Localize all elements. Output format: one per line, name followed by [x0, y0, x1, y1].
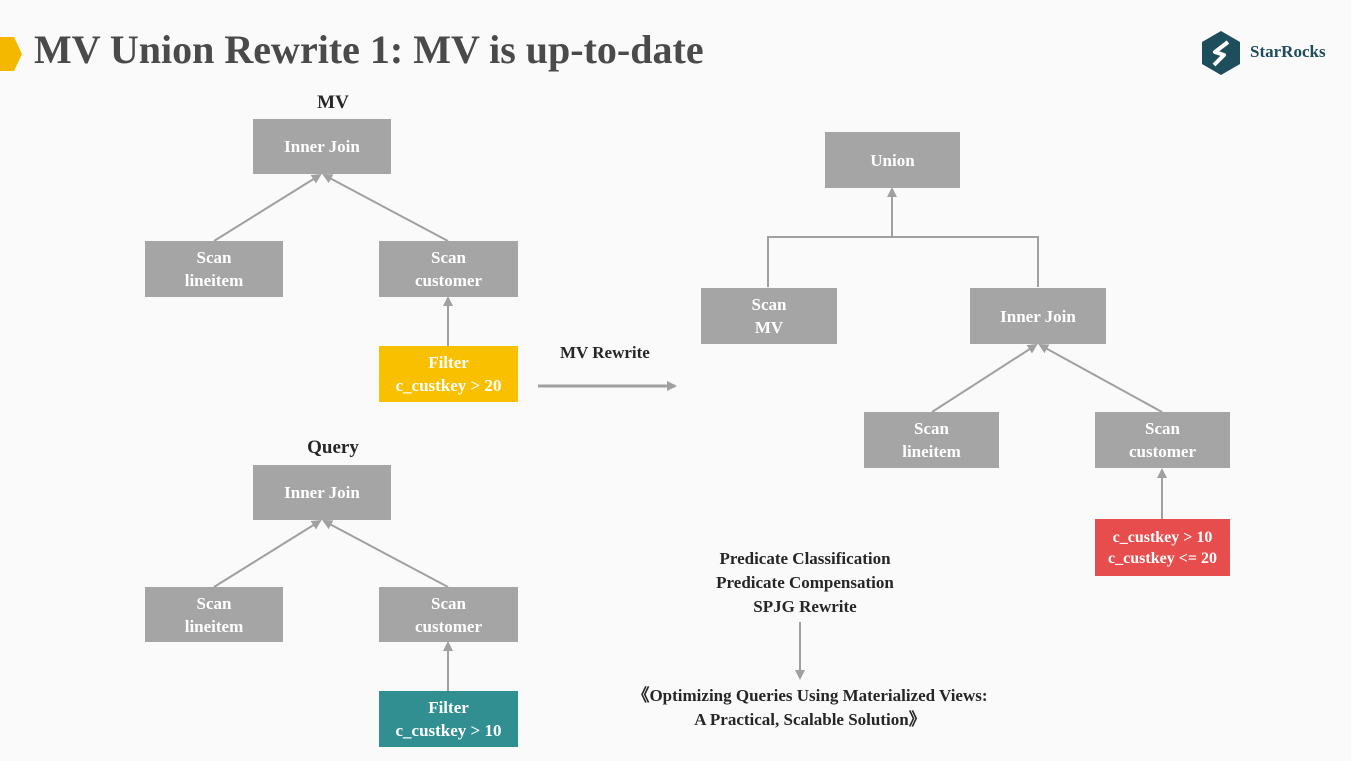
mv-filter-node: Filter c_custkey > 20	[379, 346, 518, 402]
result-inner-join-node: Inner Join	[970, 288, 1106, 344]
compensation-predicate-node: c_custkey > 10 c_custkey <= 20	[1095, 519, 1230, 576]
node-line-2: c_custkey > 10	[395, 721, 502, 740]
query-scan-customer-node: Scan customer	[379, 587, 518, 642]
mv-scan-customer-node: Scan customer	[379, 241, 518, 297]
node-line-2: lineitem	[184, 271, 244, 290]
mv-heading: MV	[317, 92, 349, 113]
result-edge-customer-join	[1038, 344, 1163, 413]
union-label: Union	[870, 150, 915, 170]
node-line-1: Scan	[196, 593, 232, 613]
paper-reference: 《Optimizing Queries Using Materialized V…	[632, 684, 987, 732]
query-join-label: Inner Join	[284, 483, 360, 502]
node-line-2: c_custkey <= 20	[1108, 549, 1217, 567]
mv-edge-customer-join	[322, 174, 449, 242]
step-item: Predicate Compensation	[716, 573, 894, 592]
node-line-1: Scan	[431, 593, 466, 613]
reference-line: A Practical, Scalable Solution》	[694, 710, 926, 729]
step-item: Predicate Classification	[719, 549, 891, 568]
result-join-label: Inner Join	[1000, 306, 1076, 326]
node-line-1: Filter	[428, 353, 469, 372]
query-heading: Query	[307, 437, 359, 458]
mv-scan-lineitem-node: Scan lineitem	[145, 241, 283, 297]
node-line-2: customer	[414, 271, 483, 290]
node-line-1: Scan	[431, 248, 466, 267]
query-edge-customer-join	[322, 520, 449, 588]
query-filter-node: Filter c_custkey > 10	[379, 691, 518, 747]
node-line-2: customer	[414, 616, 483, 636]
logo-text: StarRocks	[1250, 42, 1326, 61]
hexagon-marker-icon	[0, 37, 22, 71]
rewrite-label: MV Rewrite	[560, 343, 650, 362]
query-edge-lineitem-join	[213, 519, 322, 588]
starrocks-logo: StarRocks	[1200, 30, 1340, 76]
node-line-2: c_custkey > 20	[395, 376, 502, 395]
result-edge-lineitem-join	[931, 343, 1038, 413]
mv-edge-lineitem-join	[213, 173, 322, 242]
result-scan-customer-node: Scan customer	[1095, 412, 1230, 468]
result-scan-lineitem-node: Scan lineitem	[864, 412, 999, 468]
node-line-1: Scan	[914, 419, 949, 438]
page-title: MV Union Rewrite 1: MV is up-to-date	[34, 27, 704, 72]
node-line-1: Filter	[428, 698, 469, 717]
node-line-1: Scan	[751, 295, 787, 314]
query-scan-lineitem-node: Scan lineitem	[145, 587, 283, 642]
query-inner-join-node: Inner Join	[253, 465, 391, 520]
union-node: Union	[825, 132, 960, 188]
step-item: SPJG Rewrite	[753, 597, 857, 616]
starrocks-logo-icon	[1202, 31, 1240, 75]
node-line-1: Scan	[1145, 419, 1180, 438]
node-line-2: lineitem	[184, 616, 244, 636]
steps-list: Predicate Classification Predicate Compe…	[716, 547, 894, 619]
scan-mv-node: Scan MV	[701, 288, 837, 344]
mv-inner-join-node: Inner Join	[253, 119, 391, 174]
reference-line: 《Optimizing Queries Using Materialized V…	[632, 686, 988, 705]
node-line-2: lineitem	[902, 442, 961, 461]
node-line-2: MV	[754, 318, 784, 337]
mv-join-label: Inner Join	[284, 137, 360, 156]
node-line-1: c_custkey > 10	[1112, 528, 1213, 546]
node-line-1: Scan	[196, 248, 232, 267]
union-bracket	[767, 236, 1039, 287]
node-line-2: customer	[1128, 442, 1197, 461]
